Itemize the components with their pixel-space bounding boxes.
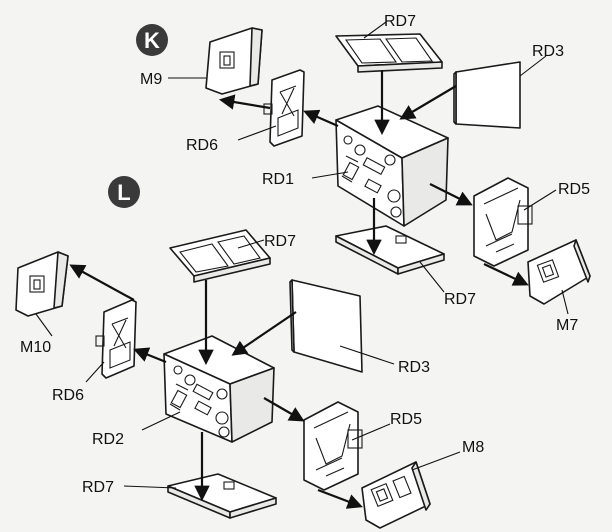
label-rd1: RD1 [262, 171, 294, 188]
arrow-rd1-to-rd6 [303, 109, 339, 128]
part-rd7-l-bottom [167, 473, 277, 519]
part-rd7-l-top [169, 229, 271, 283]
part-m8-l [361, 461, 431, 529]
arrow-rd2-to-rd5 [263, 397, 305, 422]
label-rd3-l: RD3 [398, 359, 430, 376]
step-k-arrows [218, 70, 529, 286]
step-l-badge: L [108, 176, 140, 208]
label-rd7-k-bottom: RD7 [444, 291, 476, 308]
arrow-rd3-to-rd1 [399, 85, 457, 120]
label-m7: M7 [556, 317, 578, 334]
arrow-rd6-to-m10 [69, 264, 135, 301]
part-rd5-k [473, 177, 533, 267]
label-m10: M10 [20, 339, 51, 356]
label-rd5-k: RD5 [558, 181, 590, 198]
part-m10-l [15, 251, 69, 317]
label-rd7-k-top: RD7 [384, 13, 416, 30]
label-m9: M9 [140, 71, 162, 88]
label-rd2: RD2 [92, 431, 124, 448]
arrow-rd5-to-m8 [317, 488, 363, 509]
step-l-leaders [35, 239, 461, 489]
part-rd6-k [263, 69, 305, 147]
arrow-rd2-to-rd6 [133, 347, 167, 364]
arrow-rd1-to-rd5 [429, 183, 473, 206]
part-rd3-l [289, 279, 363, 373]
part-rd7-k-bottom [335, 225, 445, 275]
label-m8: M8 [462, 439, 484, 456]
part-rd1-box [335, 105, 449, 227]
label-rd7-l-top: RD7 [264, 233, 296, 250]
part-m9-k [205, 27, 263, 95]
step-l-arrows [69, 264, 363, 509]
step-k-leaders [168, 21, 569, 315]
label-rd6-k: RD6 [186, 137, 218, 154]
part-rd7-k-top [335, 33, 443, 73]
label-rd3-k: RD3 [532, 43, 564, 60]
part-rd3-k [453, 61, 521, 129]
step-l-letter: L [117, 180, 130, 205]
step-k-letter: K [144, 28, 160, 53]
arrow-rd6-to-m9 [218, 94, 271, 110]
part-rd5-l [303, 401, 363, 491]
part-m7-k [527, 239, 591, 305]
part-rd2-box [163, 335, 275, 443]
part-rd6-l [95, 299, 137, 379]
label-rd7-l-bottom: RD7 [82, 479, 114, 496]
label-rd5-l: RD5 [390, 411, 422, 428]
label-rd6-l: RD6 [52, 387, 84, 404]
arrow-rd3-to-rd2 [231, 311, 297, 356]
step-k-badge: K [136, 24, 168, 56]
arrow-rd5-to-m7 [483, 263, 529, 286]
